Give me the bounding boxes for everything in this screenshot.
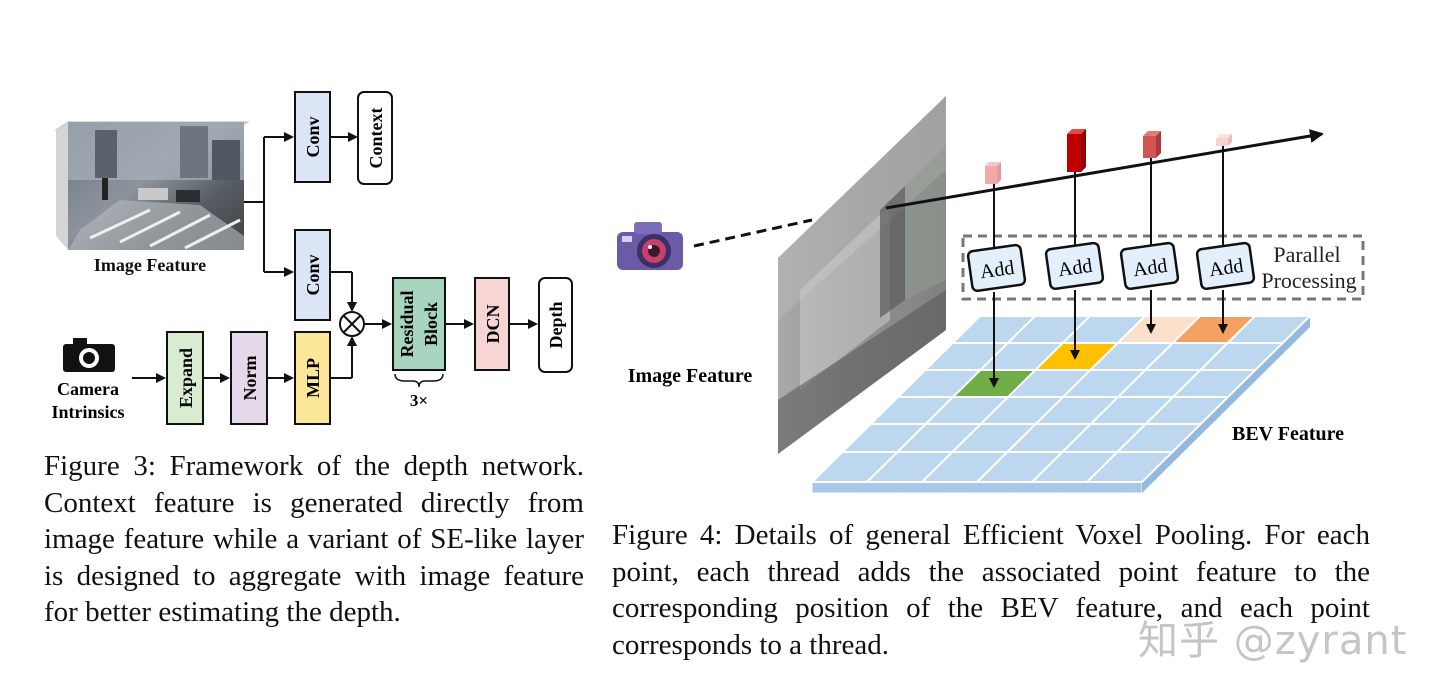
camera-label-2: Intrinsics	[51, 402, 124, 422]
camera-label-1: Camera	[57, 379, 119, 399]
parallel-label-2: Processing	[1261, 268, 1356, 293]
camera-icon	[63, 338, 115, 372]
dcn-box: DCN	[474, 277, 510, 371]
figure-4-caption: Figure 4: Details of general Efficient V…	[612, 519, 1370, 661]
purple-camera-icon	[617, 222, 683, 270]
bar-2	[1067, 129, 1086, 172]
residual-label-1: Residual	[397, 290, 417, 357]
repeat-label: 3×	[410, 391, 428, 410]
bar-1	[985, 162, 1001, 184]
conv-top-box: Conv	[294, 91, 331, 183]
expand-box: Expand	[166, 331, 204, 425]
conv-mid-box: Conv	[294, 229, 331, 321]
depth-label: Depth	[546, 301, 566, 348]
point-feature-bars	[985, 129, 1232, 184]
figure-4: BEV Feature Image Feature	[617, 96, 1365, 494]
add-label-3: Add	[1132, 255, 1169, 282]
expand-label: Expand	[176, 348, 196, 408]
bev-grid	[811, 315, 1311, 494]
parallel-label-1: Parallel	[1273, 242, 1340, 267]
thread-arrows	[989, 146, 1228, 388]
camera-ray	[693, 218, 813, 248]
add-label-4: Add	[1208, 255, 1245, 282]
mlp-label: MLP	[303, 358, 323, 398]
bar-4	[1216, 134, 1232, 146]
fig4-image-feature-label: Image Feature	[628, 365, 753, 387]
depth-box: Depth	[538, 277, 573, 373]
watermark-text: 知乎 @zyrant	[1138, 618, 1408, 664]
add-box-4: Add	[1195, 241, 1256, 291]
fig4-image-panel	[778, 96, 946, 454]
figure-3-caption: Figure 3: Framework of the depth network…	[44, 450, 584, 628]
parallel-processing-box	[961, 234, 1365, 301]
conv-top-label: Conv	[303, 116, 323, 157]
add-box-2: Add	[1044, 241, 1105, 291]
bar-3	[1143, 131, 1161, 158]
context-box: Context	[357, 91, 393, 185]
norm-label: Norm	[240, 356, 260, 401]
context-label: Context	[366, 108, 386, 169]
repeat-brace	[394, 373, 444, 388]
add-box-3: Add	[1119, 241, 1180, 291]
add-label-1: Add	[979, 257, 1016, 284]
bev-feature-label: BEV Feature	[1232, 423, 1344, 445]
conv-mid-label: Conv	[303, 254, 323, 295]
multiply-node	[339, 311, 365, 337]
residual-block-box: Residual Block	[392, 277, 446, 371]
norm-box: Norm	[230, 331, 268, 425]
mlp-box: MLP	[294, 331, 331, 425]
image-feature-thumbnail	[54, 121, 250, 250]
add-label-2: Add	[1057, 255, 1094, 282]
residual-label-2: Block	[421, 302, 441, 346]
point-ray-arrow	[885, 129, 1324, 210]
fig3-image-feature-label: Image Feature	[94, 255, 206, 275]
fig3-connectors	[132, 132, 538, 383]
add-box-1: Add	[966, 243, 1027, 293]
dcn-label: DCN	[483, 305, 503, 344]
figure-3: Image Feature Conv	[51, 91, 573, 425]
